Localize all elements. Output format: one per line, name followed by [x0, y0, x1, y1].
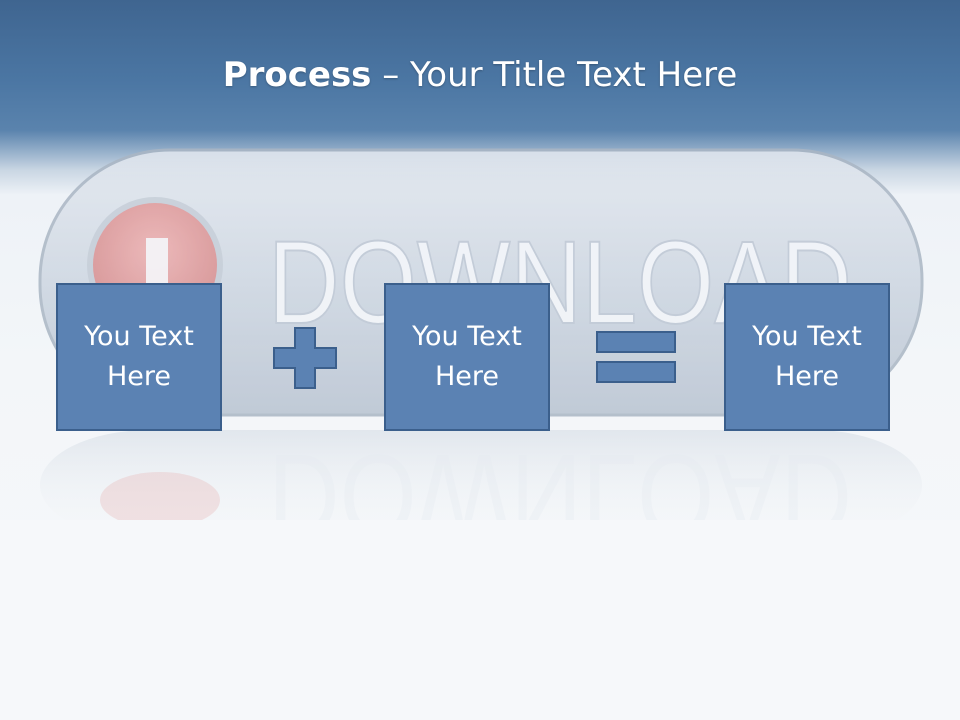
process-box-1-text: You Text Here — [84, 321, 194, 392]
slide-title: Process – Your Title Text Here — [0, 52, 960, 98]
process-box-3-text: You Text Here — [752, 321, 862, 392]
title-rest: – Your Title Text Here — [371, 55, 738, 95]
process-box-3: You Text Here — [724, 283, 890, 431]
process-box-1: You Text Here — [56, 283, 222, 431]
plus-icon — [273, 327, 337, 389]
equals-icon — [596, 331, 676, 383]
process-box-2-text: You Text Here — [412, 321, 522, 392]
title-bold: Process — [222, 55, 372, 95]
process-box-2: You Text Here — [384, 283, 550, 431]
